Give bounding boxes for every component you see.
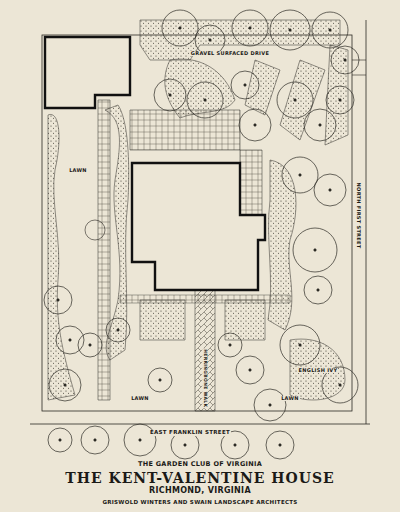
- street-name: EAST FRANKLIN STREET: [149, 430, 231, 436]
- planting-bed: [165, 59, 235, 118]
- tree-canopy: [314, 174, 346, 206]
- tree-trunk: [299, 344, 301, 346]
- tree-trunk: [339, 99, 341, 101]
- gravel-drive: [140, 20, 340, 60]
- tree-trunk: [184, 444, 186, 446]
- walk: [240, 150, 262, 215]
- street-name: NORTH FIRST STREET: [357, 181, 362, 249]
- tree-canopy: [106, 318, 130, 342]
- tree-canopy: [124, 424, 156, 456]
- area-label: HERRINGBONE WALK: [203, 348, 208, 408]
- tree-canopy: [331, 46, 359, 74]
- tree-trunk: [117, 329, 119, 331]
- tree-canopy: [293, 228, 337, 272]
- property-line: [42, 35, 352, 411]
- grass-circle: [85, 220, 105, 240]
- tree-trunk: [244, 84, 246, 86]
- tree-canopy: [44, 286, 72, 314]
- house: [132, 163, 265, 290]
- tree-canopy: [218, 333, 242, 357]
- walk: [120, 295, 290, 303]
- tree-canopy: [148, 368, 172, 392]
- tree-trunk: [289, 29, 291, 31]
- tree-trunk: [249, 369, 251, 371]
- tree-trunk: [209, 39, 211, 41]
- title-line: THE GARDEN CLUB OF VIRGINIA: [138, 461, 262, 468]
- tree-canopy: [282, 157, 318, 193]
- tree-trunk: [329, 29, 331, 31]
- planting-bed: [268, 160, 296, 330]
- tree-canopy: [270, 10, 310, 50]
- area-label: ENGLISH IVY: [298, 368, 339, 373]
- tree-canopy: [162, 10, 198, 46]
- tree-canopy: [187, 82, 223, 118]
- planting-bed: [245, 45, 348, 145]
- tree-trunk: [254, 124, 256, 126]
- tree-trunk: [339, 384, 341, 386]
- area-label: LAWN: [130, 396, 150, 401]
- tree-canopy: [49, 369, 81, 401]
- walk: [98, 100, 110, 400]
- tree-canopy: [231, 71, 259, 99]
- tree-trunk: [279, 444, 281, 446]
- tree-trunk: [314, 249, 316, 251]
- tree-canopy: [254, 389, 286, 421]
- tree-trunk: [319, 124, 321, 126]
- tree-trunk: [344, 59, 346, 61]
- outbuilding: [45, 37, 130, 108]
- tree-canopy: [266, 431, 294, 459]
- tree-trunk: [294, 99, 296, 101]
- tree-canopy: [154, 79, 186, 111]
- tree-canopy: [312, 12, 348, 48]
- tree-canopy: [232, 10, 268, 46]
- area-label: LAWN: [280, 396, 300, 401]
- tree-canopy: [304, 109, 336, 141]
- tree-trunk: [59, 439, 61, 441]
- tree-trunk: [169, 94, 171, 96]
- tree-trunk: [249, 27, 251, 29]
- tree-canopy: [280, 325, 320, 365]
- area-label: GRAVEL SURFACED DRIVE: [190, 51, 270, 56]
- ivy-bed: [290, 339, 345, 400]
- tree-trunk: [57, 299, 59, 301]
- tree-canopy: [326, 86, 354, 114]
- terrace: [130, 110, 240, 150]
- tree-trunk: [229, 344, 231, 346]
- tree-canopy: [56, 326, 84, 354]
- planting-bed: [48, 114, 75, 400]
- tree-canopy: [236, 356, 264, 384]
- tree-canopy: [304, 276, 332, 304]
- tree-trunk: [139, 439, 141, 441]
- herringbone-walk: [195, 290, 215, 411]
- tree-trunk: [329, 189, 331, 191]
- plan-title: THE KENT-VALENTINE HOUSE: [65, 471, 334, 485]
- tree-trunk: [94, 439, 96, 441]
- street-curb: [366, 20, 367, 424]
- tree-trunk: [89, 344, 91, 346]
- tree-canopy: [239, 109, 271, 141]
- tree-trunk: [269, 404, 271, 406]
- tree-trunk: [299, 174, 301, 176]
- tree-canopy: [277, 82, 313, 118]
- tree-canopy: [81, 426, 109, 454]
- tree-trunk: [204, 99, 206, 101]
- tree-group: [44, 10, 359, 459]
- tree-canopy: [78, 333, 102, 357]
- title-line: GRISWOLD WINTERS AND SWAIN LANDSCAPE ARC…: [102, 500, 297, 506]
- street-curb: [30, 424, 370, 425]
- title-line: RICHMOND, VIRGINIA: [149, 487, 251, 495]
- gate: [352, 75, 366, 76]
- tree-trunk: [159, 379, 161, 381]
- tree-canopy: [48, 428, 72, 452]
- tree-trunk: [179, 27, 181, 29]
- tree-trunk: [317, 289, 319, 291]
- tree-trunk: [64, 384, 66, 386]
- area-label: LAWN: [68, 168, 88, 173]
- tree-trunk: [69, 339, 71, 341]
- tree-trunk: [234, 444, 236, 446]
